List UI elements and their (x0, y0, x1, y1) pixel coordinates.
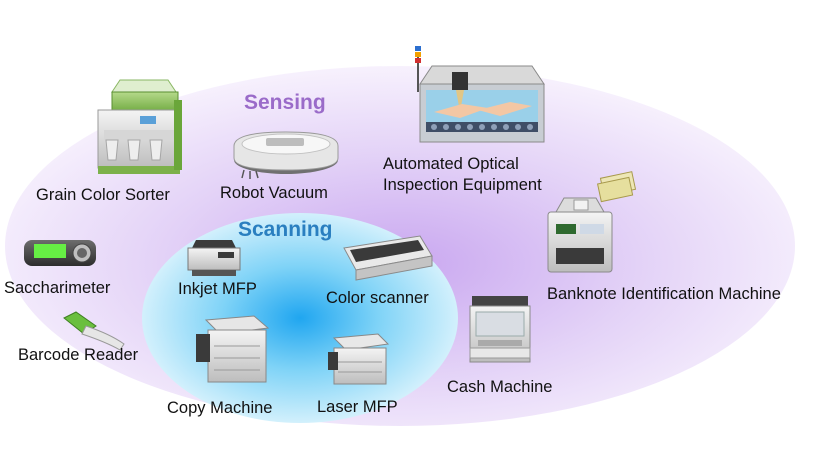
robot-vacuum-icon (233, 131, 339, 179)
saccharimeter-label: Saccharimeter (4, 279, 111, 297)
inkjet-mfp-label: Inkjet MFP (178, 280, 257, 298)
saccharimeter-icon (24, 240, 96, 266)
copy-machine-label: Copy Machine (167, 399, 273, 417)
cash-machine-icon (469, 296, 531, 363)
cash-machine-label: Cash Machine (447, 378, 553, 396)
robot-vacuum-label: Robot Vacuum (220, 184, 328, 202)
laser-mfp-icon (328, 333, 390, 385)
color-scanner-icon (343, 235, 433, 281)
banknote-identification-label: Banknote Identification Machine (547, 285, 781, 303)
inspection-equipment-label-line2: Inspection Equipment (383, 176, 542, 194)
copy-machine-icon (196, 315, 270, 383)
barcode-reader-icon (63, 311, 125, 351)
scanning-title: Scanning (238, 218, 333, 241)
inspection-equipment-icon (415, 46, 545, 143)
barcode-reader-label: Barcode Reader (18, 346, 139, 364)
banknote-machine-icon (547, 171, 637, 273)
sensing-title: Sensing (244, 91, 326, 114)
inkjet-mfp-icon (187, 240, 241, 276)
laser-mfp-label: Laser MFP (317, 398, 398, 416)
inspection-equipment-label-line1: Automated Optical (383, 155, 519, 173)
color-scanner-label: Color scanner (326, 289, 429, 307)
grain-color-sorter-icon (97, 79, 182, 174)
grain-color-sorter-label: Grain Color Sorter (36, 186, 170, 204)
